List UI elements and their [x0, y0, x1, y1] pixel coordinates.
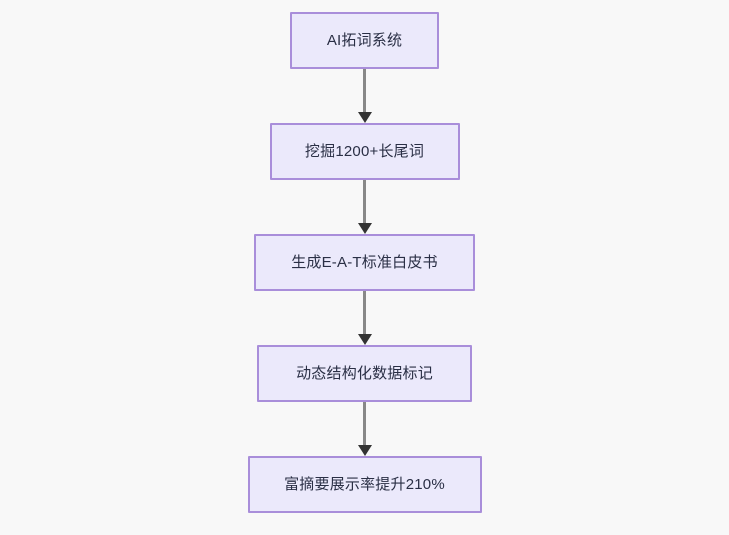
flow-node-mine-longtail-keywords[interactable]: 挖掘1200+长尾词: [269, 123, 460, 180]
flow-connector-arrow-3: [355, 291, 375, 345]
connector-line: [363, 180, 366, 224]
flow-node-label: 富摘要展示率提升210%: [284, 476, 445, 493]
flowchart-node-column: AI拓词系统 挖掘1200+长尾词 生成E-A-T标准白皮书 动态结构化数据标记: [247, 0, 482, 513]
top-spacer: [364, 0, 365, 12]
flow-connector-arrow-1: [355, 69, 375, 123]
arrow-down-icon: [357, 112, 372, 123]
flow-node-label: AI拓词系统: [326, 32, 403, 49]
connector-line: [363, 291, 366, 335]
flow-node-label: 动态结构化数据标记: [296, 365, 433, 382]
flow-node-label: 生成E-A-T标准白皮书: [291, 254, 438, 271]
arrow-down-icon: [357, 334, 372, 345]
arrow-down-icon: [357, 445, 372, 456]
flow-connector-arrow-2: [355, 180, 375, 234]
connector-line: [363, 69, 366, 113]
flow-node-label: 挖掘1200+长尾词: [304, 143, 425, 160]
flow-node-rich-snippet-impression-lift[interactable]: 富摘要展示率提升210%: [247, 456, 482, 513]
arrow-down-icon: [357, 223, 372, 234]
flow-node-dynamic-structured-data-markup[interactable]: 动态结构化数据标记: [257, 345, 472, 402]
connector-line: [363, 402, 366, 446]
flow-node-ai-keyword-system[interactable]: AI拓词系统: [290, 12, 439, 69]
flow-connector-arrow-4: [355, 402, 375, 456]
flow-node-generate-eat-whitepaper[interactable]: 生成E-A-T标准白皮书: [254, 234, 475, 291]
